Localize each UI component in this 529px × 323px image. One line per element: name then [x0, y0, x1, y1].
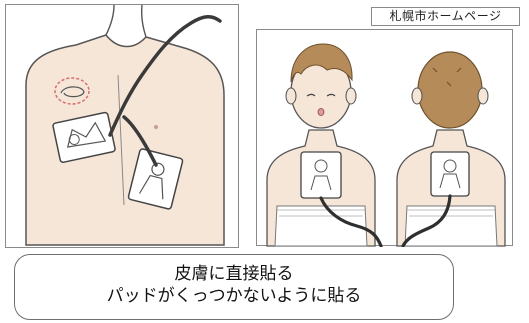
child-aed-illustration — [256, 29, 513, 247]
child-front-cable — [319, 196, 383, 247]
adult-torso-figure — [25, 5, 225, 246]
caption-box: 皮膚に直接貼る パッドがくっつかないように貼る — [14, 254, 454, 320]
caption-line-2: パッドがくっつかないように貼る — [106, 286, 362, 306]
caption-line-1: 皮膚に直接貼る — [174, 264, 294, 284]
child-figures — [266, 43, 506, 247]
aed-cable — [108, 15, 222, 137]
child-back-cable — [401, 194, 452, 247]
source-label: 札幌市ホームページ — [371, 7, 520, 26]
device-marker-circle — [54, 77, 90, 105]
aed-pad-lower — [127, 148, 184, 210]
child-back-figure — [396, 51, 506, 247]
adult-aed-illustration — [5, 4, 239, 248]
child-front-pad — [300, 151, 342, 199]
aed-pad-upper — [52, 111, 116, 163]
child-front-figure — [266, 43, 383, 247]
